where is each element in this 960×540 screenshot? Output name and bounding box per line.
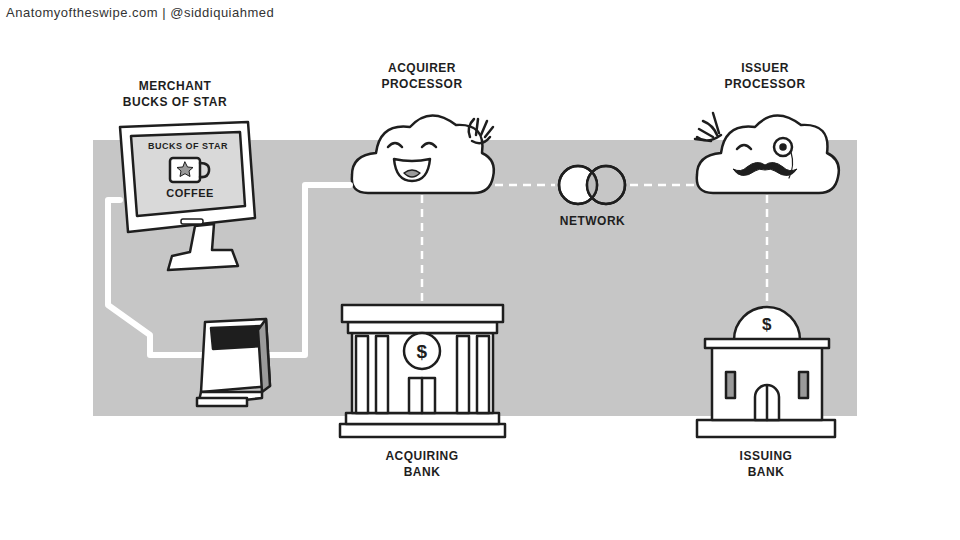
dashed-link	[766, 195, 769, 305]
dashed-link	[630, 184, 695, 187]
dashed-link	[421, 195, 424, 305]
dollar-sign: $	[412, 339, 432, 365]
issuing-bank	[697, 307, 835, 437]
screen-logo: COFFEE	[148, 186, 232, 201]
pos-terminal	[120, 122, 255, 270]
terminal-cable	[108, 185, 350, 355]
issuer-processor: ISSUER PROCESSOR	[695, 105, 835, 195]
node-label: ACQUIRING BANK	[372, 448, 472, 480]
network: NETWORK	[555, 163, 630, 233]
card-reader	[197, 319, 270, 406]
node-label: ISSUING BANK	[721, 448, 811, 480]
network-logo	[559, 166, 625, 204]
dollar-sign: $	[757, 314, 777, 337]
acquirer-processor: ACQUIRER PROCESSOR	[350, 105, 495, 195]
dashed-link	[495, 184, 555, 187]
issuer-cloud	[695, 113, 839, 193]
node-label: ACQUIRER PROCESSOR	[372, 60, 472, 92]
node-label: NETWORK	[555, 213, 630, 229]
node-label: MERCHANT BUCKS OF STAR	[118, 78, 232, 110]
screen-logo: BUCKS OF STAR	[140, 140, 236, 152]
acquiring-bank	[340, 305, 505, 437]
watermark: Anatomyoftheswipe.com | @siddiquiahmed	[6, 4, 336, 22]
acquiring-bank: ACQUIRING BANK	[340, 305, 505, 437]
acquirer-cloud	[352, 115, 494, 193]
node-label: ISSUER PROCESSOR	[715, 60, 815, 92]
